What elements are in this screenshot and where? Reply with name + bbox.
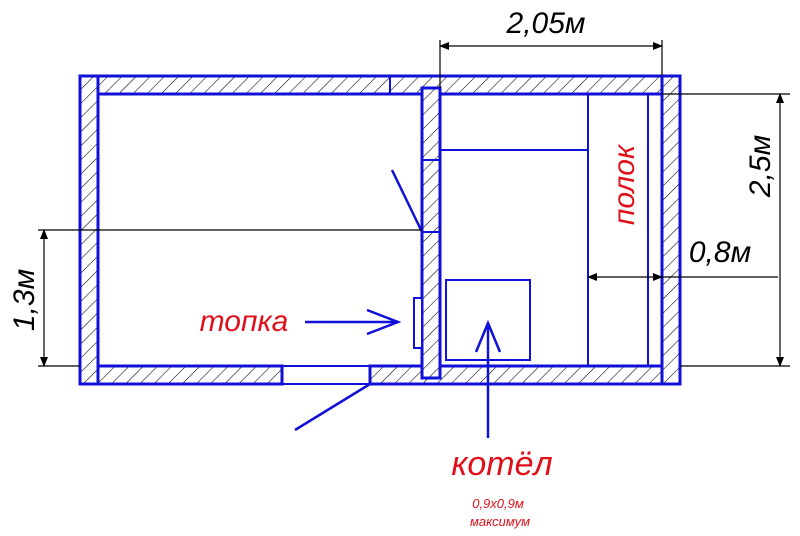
label-shelf: полок bbox=[608, 143, 641, 225]
label-boiler: котёл bbox=[451, 445, 552, 483]
wall-right bbox=[660, 74, 682, 386]
wall-bottom-left bbox=[78, 364, 284, 386]
dim-text-top-width: 2,05м bbox=[506, 7, 586, 40]
firebox-door bbox=[413, 297, 423, 349]
dim-text-shelf-depth: 0,8м bbox=[689, 236, 751, 269]
boiler-arrow bbox=[474, 319, 502, 438]
wall-top bbox=[78, 74, 682, 96]
label-firebox: топка bbox=[200, 305, 289, 338]
firebox-arrow bbox=[305, 308, 402, 336]
partition-door bbox=[390, 159, 440, 233]
entrance-door bbox=[282, 365, 371, 432]
label-boiler-size: 0,9x0,9м bbox=[472, 496, 524, 511]
dim-text-right-height: 2,5м bbox=[744, 135, 777, 198]
shelf-outline bbox=[440, 94, 649, 366]
dim-text-left-height: 1,3м bbox=[8, 269, 41, 331]
label-boiler-note: максимум bbox=[470, 514, 530, 529]
wall-bottom-right bbox=[368, 364, 682, 386]
